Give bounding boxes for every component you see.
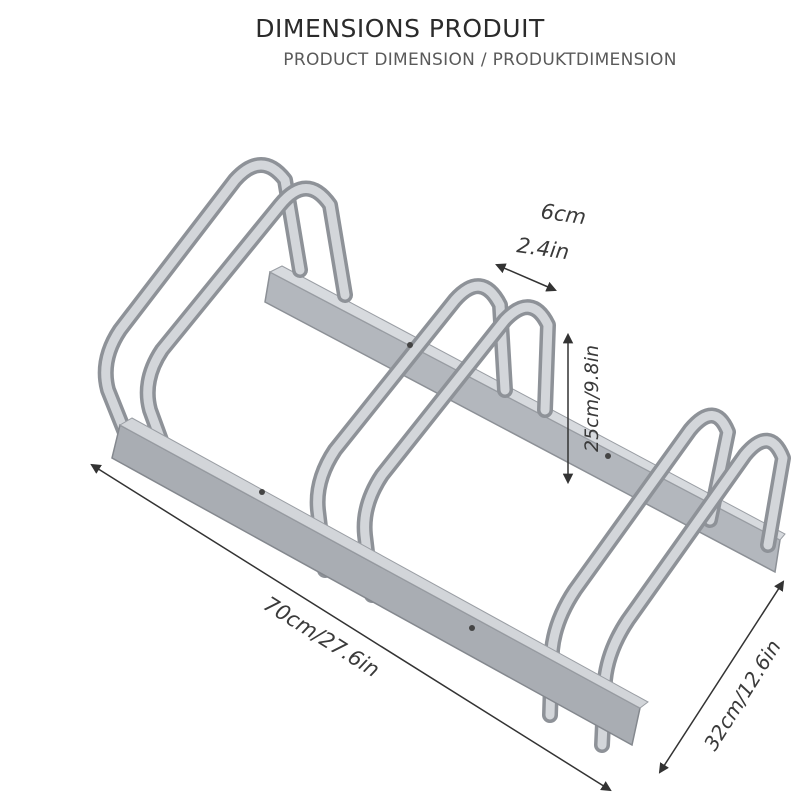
height-dimension: 25cm/9.8in (562, 332, 603, 485)
rack-loops (97, 157, 791, 753)
page-title: DIMENSIONS PRODUIT (255, 14, 545, 43)
slot-width-dimension: 6cm 2.4in (495, 199, 588, 292)
slot-width-in-label: 2.4in (515, 233, 570, 264)
depth-dimension: 32cm/12.6in (658, 580, 786, 774)
slot-width-cm-label: 6cm (539, 199, 587, 229)
height-label: 25cm/9.8in (581, 345, 603, 452)
page-subtitle: PRODUCT DIMENSION / PRODUKTDIMENSION (283, 50, 677, 70)
length-dimension: 70cm/27.6in (90, 463, 612, 792)
depth-label: 32cm/12.6in (699, 636, 786, 755)
